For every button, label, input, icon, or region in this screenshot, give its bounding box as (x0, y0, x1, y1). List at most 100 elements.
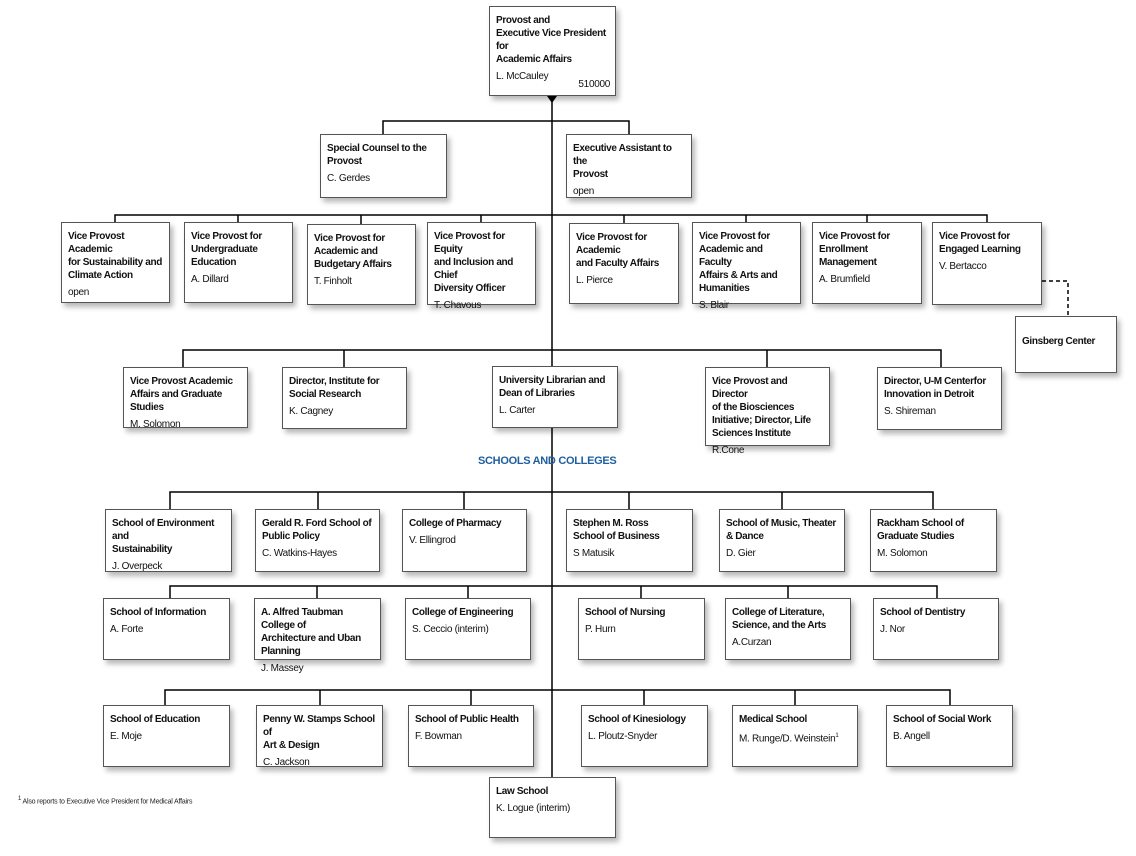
person-name-text: T. Chavous (434, 300, 482, 311)
footnote-mark: 1 (18, 796, 22, 802)
person-name: J. Massey (261, 662, 374, 675)
person-name-text: P. Hurn (585, 624, 616, 635)
position-title: Vice Provost and Director of the Bioscie… (712, 376, 811, 439)
department-code: 510000 (578, 79, 610, 90)
person-name: C. Gerdes (327, 172, 440, 185)
vp-connector (114, 214, 988, 224)
person-name-text: K. Cagney (289, 406, 333, 417)
person-name: F. Bowman (415, 730, 527, 743)
person-name-text: S. Shireman (884, 406, 936, 417)
person-name-text: S. Ceccio (interim) (412, 624, 489, 635)
person-name-text: K. Logue (interim) (496, 803, 571, 814)
person-name: T. Chavous (434, 299, 529, 312)
person-name-text: A. Brumfield (819, 274, 870, 285)
person-name: J. Overpeck (112, 560, 225, 573)
person-name-text: R.Cone (712, 445, 745, 456)
provost-box: Provost and Executive Vice President for… (489, 6, 616, 96)
person-name: L. Pierce (576, 274, 672, 287)
position-title: Director, U-M Centerfor Innovation in De… (884, 376, 986, 400)
person-name-text: L. Pierce (576, 275, 613, 286)
position-title: Vice Provost for Undergraduate Education (191, 231, 262, 268)
person-name: open (573, 185, 685, 198)
section-heading: SCHOOLS AND COLLEGES (478, 455, 617, 467)
person-name: A. Brumfield (819, 273, 915, 286)
position-title: Vice Provost for Equity and Inclusion an… (434, 231, 514, 294)
person-name: S. Ceccio (interim) (412, 623, 524, 636)
director-connector (182, 349, 942, 367)
person-name: M. Solomon (877, 547, 990, 560)
vice-provosts-box: Vice Provost Academic for Sustainability… (61, 222, 170, 303)
position-title: Stephen M. Ross School of Business (573, 518, 660, 542)
vice-provosts-box: Vice Provost for Undergraduate Education… (184, 222, 293, 303)
executive-assistant-box: Executive Assistant to the Provost open (566, 134, 692, 198)
person-name: T. Finholt (314, 275, 409, 288)
position-title: Executive Assistant to the Provost (573, 143, 672, 180)
person-name-text: B. Angell (893, 731, 930, 742)
position-title: Special Counsel to the Provost (327, 143, 427, 167)
position-title: Vice Provost for Enrollment Management (819, 231, 890, 268)
position-title: College of Pharmacy (409, 518, 502, 529)
schools-box: School of Nursing P. Hurn (578, 598, 705, 660)
person-name: A. Dillard (191, 273, 286, 286)
person-name: S Matusik (573, 547, 686, 560)
position-title: Vice Provost for Academic and Faculty Af… (699, 231, 778, 294)
person-name: J. Nor (880, 623, 992, 636)
position-title: Medical School (739, 714, 807, 725)
position-title: Director, Institute for Social Research (289, 376, 380, 400)
person-name: A.Curzan (732, 636, 844, 649)
position-title: School of Music, Theater & Dance (726, 518, 836, 542)
person-name: E. Moje (110, 730, 223, 743)
position-title: College of Engineering (412, 607, 514, 618)
position-title: A. Alfred Taubman College of Architectur… (261, 607, 361, 657)
person-name: L. Ploutz-Snyder (588, 730, 701, 743)
person-name-text: L. Carter (499, 405, 536, 416)
footnote-text: Also reports to Executive Vice President… (22, 798, 193, 806)
person-name: C. Jackson (263, 756, 376, 769)
person-name-text: T. Finholt (314, 276, 352, 287)
position-title: College of Literature, Science, and the … (732, 607, 826, 631)
schools-row1-connector (169, 491, 934, 509)
schools-box: School of Social Work B. Angell (886, 705, 1013, 767)
person-name-text: M. Solomon (877, 548, 928, 559)
person-name-text: E. Moje (110, 731, 142, 742)
person-name-text: M. Solomon (130, 419, 181, 430)
person-name: P. Hurn (585, 623, 698, 636)
person-name: M. Solomon (130, 418, 241, 431)
person-name: K. Logue (interim) (496, 802, 609, 815)
position-title: School of Information (110, 607, 206, 618)
person-name-text: A. Dillard (191, 274, 229, 285)
person-name-text: open (573, 186, 595, 197)
person-name-text: S. Blair (699, 300, 729, 311)
person-name-text: J. Overpeck (112, 561, 163, 572)
position-title: University Librarian and Dean of Librari… (499, 375, 606, 399)
person-name-text: L. Ploutz-Snyder (588, 731, 658, 742)
person-name: K. Cagney (289, 405, 400, 418)
directors-box: Vice Provost and Director of the Bioscie… (705, 367, 830, 456)
directors-box: Director, U-M Centerfor Innovation in De… (877, 367, 1002, 430)
schools-box: School of Environment and Sustainability… (105, 509, 232, 572)
person-name-text: L. McCauley (496, 71, 549, 82)
person-name-text: A.Curzan (732, 637, 772, 648)
position-title: Ginsberg Center (1022, 336, 1096, 347)
person-name: V. Ellingrod (409, 534, 520, 547)
position-title: Vice Provost Academic Affairs and Gradua… (130, 376, 233, 413)
position-title: School of Social Work (893, 714, 992, 725)
directors-box: Vice Provost Academic Affairs and Gradua… (123, 367, 248, 431)
person-name-text: J. Nor (880, 624, 905, 635)
schools-box: College of Literature, Science, and the … (725, 598, 851, 660)
person-name-text: F. Bowman (415, 731, 462, 742)
special-counsel-box: Special Counsel to the Provost C. Gerdes (320, 134, 447, 198)
person-name-text: C. Watkins-Hayes (262, 548, 337, 559)
position-title: School of Nursing (585, 607, 666, 618)
